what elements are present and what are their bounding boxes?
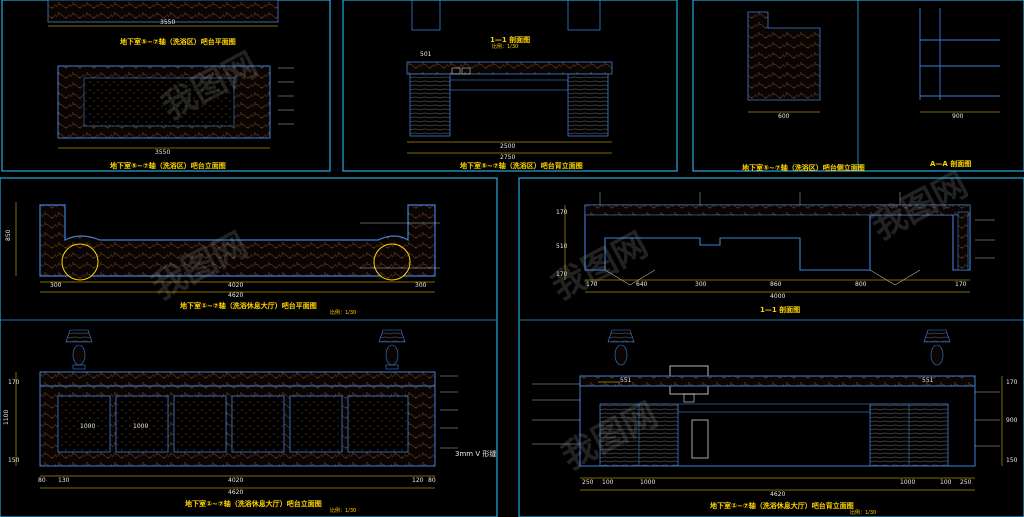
- back-dim-b6: 250: [960, 479, 972, 486]
- panel-top-middle: 1—1 剖面图 比例：1/30 501 2500 2750 地下室⑤~⑦轴（洗浴…: [342, 0, 678, 172]
- front-dim-b2: 130: [58, 477, 70, 484]
- plan-dim-top: 850: [5, 229, 12, 241]
- front-dim-total: 4620: [228, 489, 243, 496]
- back-dim-top-2: 551: [922, 377, 934, 384]
- back-dim-b2: 100: [602, 479, 614, 486]
- lamp-right: [378, 329, 406, 370]
- top-left-plan-title: 地下室⑤~⑦轴（洗浴区）吧台平面图: [120, 37, 236, 46]
- section-dim-b1: 170: [586, 281, 598, 288]
- front-dim-b5: 80: [428, 477, 436, 484]
- back-elevation-title: 地下室①~⑦轴（洗浴休息大厅）吧台背立面图: [710, 501, 854, 510]
- front-dim-b4: 120: [412, 477, 424, 484]
- back-dim-b4: 1000: [900, 479, 915, 486]
- front-dim-b3: 4020: [228, 477, 243, 484]
- back-dim-total: 4620: [770, 491, 785, 498]
- top-mid-section-scale: 比例：1/30: [492, 43, 518, 50]
- section-dim-left-3: 510: [556, 243, 568, 250]
- section-dim-left-5: 170: [556, 271, 568, 278]
- front-dim-left-top: 170: [8, 379, 20, 386]
- section-drawing: 170 510 170 170 640 300 860 800 170 4000…: [556, 192, 995, 314]
- lamp-back-left: [607, 329, 635, 366]
- panel-lower-left: 850 300 4020 300 4620 地下室①~⑦轴（洗浴休息大厅）吧台平…: [0, 177, 498, 517]
- front-inner-dim-2: 1000: [133, 423, 148, 430]
- plan-dim-left: 300: [50, 282, 62, 289]
- front-dim-left-height: 1100: [3, 410, 10, 425]
- section-dim-b8: 170: [955, 281, 967, 288]
- pc-tower: [691, 419, 709, 459]
- section-dim-b3: 640: [636, 281, 648, 288]
- back-elevation-drawing: 551 551 170 900 150 250 100 1000 1000 10…: [532, 329, 1018, 516]
- front-elevation-title: 地下室①~⑦轴（洗浴休息大厅）吧台立面图: [185, 499, 322, 508]
- panel-top-right: 600 地下室⑤~⑦轴（洗浴区）吧台侧立面图 900 A—A 剖面图: [692, 0, 1024, 172]
- plan-dim-total: 4620: [228, 292, 243, 299]
- back-dim-top-1: 551: [620, 377, 632, 384]
- plan-left-column: [61, 243, 99, 281]
- top-left-elev-dim: 3550: [155, 149, 170, 156]
- back-dim-right-1: 170: [1006, 379, 1018, 386]
- plan-view-title: 地下室①~⑦轴（洗浴休息大厅）吧台平面图: [180, 301, 317, 310]
- panel-top-left: 3550 地下室⑤~⑦轴（洗浴区）吧台平面图 3550 地下室⑤~⑦轴（洗浴区）…: [1, 0, 331, 172]
- top-right-left-title: 地下室⑤~⑦轴（洗浴区）吧台侧立面图: [742, 163, 865, 172]
- top-left-elev-title: 地下室⑤~⑦轴（洗浴区）吧台立面图: [110, 161, 226, 170]
- section-dim-b7: 800: [855, 281, 867, 288]
- front-elevation-scale: 比例：1/30: [330, 507, 356, 514]
- top-right-right-title: A—A 剖面图: [930, 159, 971, 168]
- top-right-dim-600: 600: [778, 113, 790, 120]
- section-dim-left-1: 170: [556, 209, 568, 216]
- top-right-dim-900: 900: [952, 113, 964, 120]
- plan-view-scale: 比例：1/30: [330, 309, 356, 316]
- plan-right-column: [373, 243, 411, 281]
- top-left-plan-dim: 3550: [160, 19, 175, 26]
- front-vgroove-note: 3mm V 形缝: [455, 449, 496, 458]
- lamp-left: [65, 329, 93, 370]
- panel-lower-right: 170 510 170 170 640 300 860 800 170 4000…: [518, 177, 1024, 517]
- top-mid-dim-501: 501: [420, 51, 432, 58]
- back-dim-b3: 1000: [640, 479, 655, 486]
- back-dim-b1: 250: [582, 479, 594, 486]
- front-dim-left-bottom: 150: [8, 457, 20, 464]
- plan-dim-right: 300: [415, 282, 427, 289]
- front-dim-b1: 80: [38, 477, 46, 484]
- plan-dim-mid: 4020: [228, 282, 243, 289]
- front-elevation-drawing: 1000 1000 170 1100 150 3mm V 形缝 80 130 4…: [3, 329, 496, 514]
- section-dim-b6: 860: [770, 281, 782, 288]
- back-elevation-scale: 比例：1/30: [850, 509, 876, 516]
- front-inner-dim-1: 1000: [80, 423, 95, 430]
- top-mid-dim-2500: 2500: [500, 143, 515, 150]
- section-dim-b4: 300: [695, 281, 707, 288]
- top-mid-dim-2750: 2750: [500, 154, 515, 161]
- section-dim-total: 4000: [770, 293, 785, 300]
- top-mid-elev-title: 地下室⑤~⑦轴（洗浴区）吧台背立面图: [460, 161, 583, 170]
- lamp-back-right: [923, 329, 951, 366]
- back-dim-right-3: 900: [1006, 417, 1018, 424]
- section-title: 1—1 剖面图: [760, 305, 800, 314]
- plan-view-drawing: 850 300 4020 300 4620 地下室①~⑦轴（洗浴休息大厅）吧台平…: [5, 202, 440, 316]
- back-dim-right-6: 150: [1006, 457, 1018, 464]
- top-mid-section-title: 1—1 剖面图: [490, 35, 530, 44]
- watermark-2: 我图网: [545, 225, 654, 308]
- back-dim-b5: 100: [940, 479, 952, 486]
